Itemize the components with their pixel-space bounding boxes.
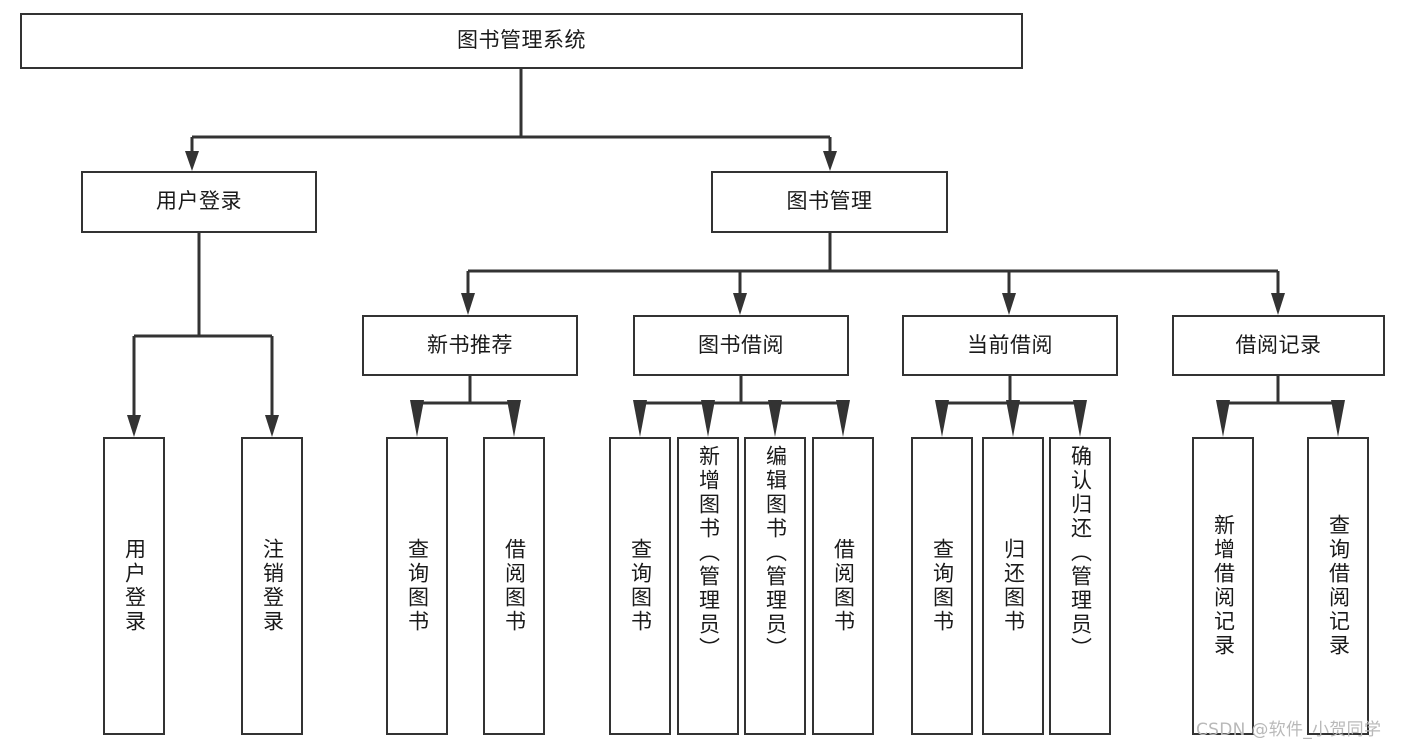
arrowhead-bb-query — [633, 400, 647, 437]
arrowhead-book-mgmt — [823, 151, 837, 171]
node-user-login[interactable]: 用户登录 — [81, 171, 317, 233]
arrowhead-cb-query — [935, 400, 949, 437]
leaf-cb-query-book-label: 查询图书 — [930, 538, 955, 634]
arrowhead-cb-confirm — [1073, 400, 1087, 437]
arrowhead-current-borrow — [1002, 293, 1016, 315]
arrowhead-bb-borrow — [836, 400, 850, 437]
leaf-bb-query-book-label: 查询图书 — [628, 538, 653, 634]
arrowhead-rec-borrow — [507, 400, 521, 437]
arrowhead-cb-return — [1006, 400, 1020, 437]
arrowhead-bb-add — [701, 400, 715, 437]
leaf-cb-return-book[interactable]: 归还图书 — [982, 437, 1044, 735]
leaf-rec-query-book-label: 查询图书 — [405, 538, 430, 634]
leaf-bb-borrow-book-label: 借阅图书 — [831, 538, 856, 634]
arrowhead-book-borrow — [733, 293, 747, 315]
arrowhead-br-query — [1331, 400, 1345, 437]
node-current-borrow[interactable]: 当前借阅 — [902, 315, 1118, 376]
leaf-bb-add-book[interactable]: 新增图书（管理员） — [677, 437, 739, 735]
arrowheads — [127, 151, 1345, 437]
leaf-bb-edit-book[interactable]: 编辑图书（管理员） — [744, 437, 806, 735]
arrowhead-new-book-rec — [461, 293, 475, 315]
arrowhead-login — [127, 415, 141, 437]
leaf-logout-label: 注销登录 — [260, 538, 285, 634]
leaf-cb-query-book[interactable]: 查询图书 — [911, 437, 973, 735]
node-root-label: 图书管理系统 — [457, 28, 586, 53]
leaf-rec-borrow-book-label: 借阅图书 — [502, 538, 527, 634]
leaf-bb-edit-book-label: 编辑图书（管理员） — [763, 445, 788, 661]
leaf-br-query-record-label: 查询借阅记录 — [1326, 514, 1351, 658]
arrowhead-user-login — [185, 151, 199, 171]
node-new-book-recommend[interactable]: 新书推荐 — [362, 315, 578, 376]
leaf-bb-borrow-book[interactable]: 借阅图书 — [812, 437, 874, 735]
arrowhead-logout — [265, 415, 279, 437]
leaf-user-login-label: 用户登录 — [122, 538, 147, 634]
node-user-login-label: 用户登录 — [156, 189, 242, 214]
leaf-br-add-record[interactable]: 新增借阅记录 — [1192, 437, 1254, 735]
node-book-borrow[interactable]: 图书借阅 — [633, 315, 849, 376]
node-new-book-recommend-label: 新书推荐 — [427, 332, 513, 357]
arrowhead-br-add — [1216, 400, 1230, 437]
node-root[interactable]: 图书管理系统 — [20, 13, 1023, 69]
arrowhead-bb-edit — [768, 400, 782, 437]
leaf-cb-confirm-return-label: 确认归还（管理员） — [1068, 445, 1093, 661]
leaf-bb-query-book[interactable]: 查询图书 — [609, 437, 671, 735]
leaf-bb-add-book-label: 新增图书（管理员） — [696, 445, 721, 661]
leaf-cb-confirm-return[interactable]: 确认归还（管理员） — [1049, 437, 1111, 735]
leaf-br-query-record[interactable]: 查询借阅记录 — [1307, 437, 1369, 735]
node-borrow-record[interactable]: 借阅记录 — [1172, 315, 1385, 376]
arrowhead-borrow-record — [1271, 293, 1285, 315]
leaf-user-login[interactable]: 用户登录 — [103, 437, 165, 735]
node-book-borrow-label: 图书借阅 — [698, 332, 784, 357]
leaf-rec-borrow-book[interactable]: 借阅图书 — [483, 437, 545, 735]
leaf-logout[interactable]: 注销登录 — [241, 437, 303, 735]
node-current-borrow-label: 当前借阅 — [967, 332, 1053, 357]
node-book-management-label: 图书管理 — [786, 189, 873, 214]
leaf-br-add-record-label: 新增借阅记录 — [1211, 514, 1236, 658]
node-book-management[interactable]: 图书管理 — [711, 171, 948, 233]
leaf-cb-return-book-label: 归还图书 — [1001, 538, 1026, 634]
arrowhead-rec-query — [410, 400, 424, 437]
leaf-rec-query-book[interactable]: 查询图书 — [386, 437, 448, 735]
node-borrow-record-label: 借阅记录 — [1235, 332, 1322, 357]
